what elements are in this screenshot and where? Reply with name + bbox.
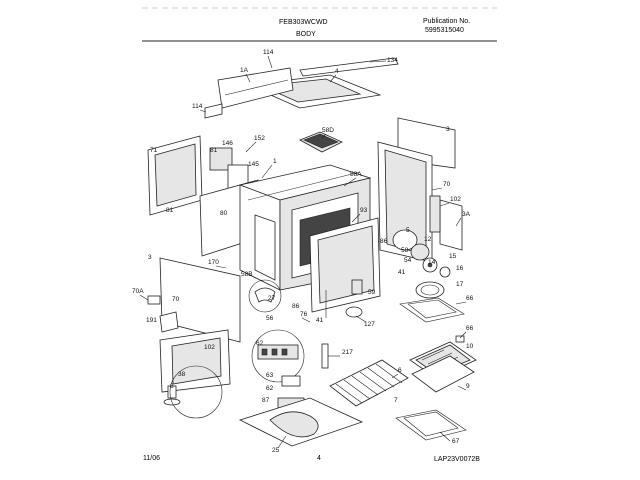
fan-parts-12-14 (392, 229, 451, 278)
callout-6: 6 (398, 367, 402, 374)
callout-80: 80 (220, 210, 228, 217)
callout-114a: 114 (263, 49, 274, 56)
callout-9: 9 (466, 383, 470, 390)
callout-170: 170 (208, 259, 219, 266)
part-59 (351, 279, 363, 295)
callout-17: 17 (456, 281, 464, 288)
callout-1: 1 (273, 158, 277, 165)
panel-102-lower (159, 329, 231, 393)
callout-146: 146 (222, 140, 233, 147)
side-panel-3-lower (159, 257, 241, 343)
callout-16: 16 (456, 265, 464, 272)
callout-63: 63 (266, 372, 274, 379)
clip-10 (455, 335, 465, 343)
callout-66a: 66 (466, 295, 474, 302)
callout-102a: 102 (450, 196, 461, 203)
callout-58a: 58A (350, 171, 362, 178)
callout-labels: 114 1A 4 134 114 58D 71 146 152 81 145 1… (132, 49, 474, 454)
callout-70b: 70 (172, 296, 180, 303)
callout-62b: 62 (266, 385, 274, 392)
callout-3A: 3A (462, 211, 471, 218)
callout-114b: 114 (192, 103, 203, 110)
callout-102b: 102 (204, 344, 215, 351)
callout-70A: 70A (132, 288, 144, 295)
callout-81b: 81 (166, 207, 174, 214)
strip-217 (321, 343, 329, 369)
broil-element-66 (399, 297, 465, 323)
callout-12: 12 (424, 236, 432, 243)
insulation-58d (299, 131, 343, 153)
callout-14: 14 (428, 259, 436, 266)
figure-code: LAP23V0072B (434, 456, 480, 463)
side-panel-71 (147, 135, 203, 216)
callout-71: 71 (150, 147, 158, 154)
callout-86a: 86 (380, 238, 388, 245)
callout-70a: 70 (443, 181, 451, 188)
callout-66b: 66 (466, 325, 474, 332)
oven-rack-6 (329, 359, 409, 407)
leader-lines (139, 55, 467, 449)
section-title: BODY (296, 31, 316, 38)
callout-27: 27 (268, 295, 276, 302)
callout-4: 4 (335, 68, 339, 75)
broil-pan-9 (409, 341, 477, 393)
callout-10: 10 (466, 343, 474, 350)
callout-7: 7 (394, 397, 398, 404)
callout-41b: 41 (316, 317, 324, 324)
callout-38: 38 (178, 371, 186, 378)
side-panel-70-right (377, 141, 433, 263)
callout-191: 191 (146, 317, 157, 324)
hinge-102-upper (429, 195, 441, 233)
callout-62a: 62 (256, 340, 264, 347)
bracket-3a (439, 199, 463, 251)
terminal-block-63 (281, 375, 301, 387)
bracket-146 (209, 147, 233, 171)
element-17 (415, 281, 445, 299)
callout-145: 145 (248, 161, 259, 168)
bracket-114 (204, 103, 223, 119)
footer-date: 11/06 (143, 455, 160, 462)
callout-152: 152 (254, 135, 265, 142)
detail-circle-27 (248, 279, 282, 313)
detail-circle-62 (251, 329, 305, 383)
callout-76: 76 (300, 311, 308, 318)
callout-3b: 3 (148, 254, 152, 261)
model-number: FEB303WCWD (279, 19, 328, 26)
callout-1a: 1A (240, 67, 249, 74)
callout-5: 5 (406, 227, 410, 234)
callout-58d: 58D (322, 127, 334, 134)
callout-81a: 81 (210, 147, 218, 154)
callout-134: 134 (387, 57, 398, 64)
callout-67: 67 (452, 438, 460, 445)
rail-1a (217, 67, 294, 109)
callout-15: 15 (449, 253, 457, 260)
callout-59: 59 (368, 289, 376, 296)
bake-element-67 (395, 409, 467, 441)
callout-25: 25 (272, 447, 280, 454)
knob-127 (345, 306, 363, 318)
callout-87: 87 (262, 397, 270, 404)
publication-label: Publication No. (423, 18, 471, 25)
callout-58: 58 (401, 247, 409, 254)
callout-8: 8 (170, 383, 174, 390)
callout-127: 127 (364, 321, 375, 328)
bracket-70a (147, 295, 161, 305)
callout-217: 217 (342, 349, 353, 356)
page-number: 4 (317, 455, 321, 462)
bracket-191 (159, 311, 179, 333)
callout-3a: 3 (446, 126, 450, 133)
callout-58b: 58B (241, 271, 253, 278)
publication-number: 5995315040 (425, 27, 464, 34)
callout-54: 54 (404, 257, 412, 264)
callout-56: 56 (266, 315, 274, 322)
detail-circle-leg (169, 365, 223, 419)
callout-86b: 86 (292, 303, 300, 310)
callout-93: 93 (360, 207, 368, 214)
callout-41a: 41 (398, 269, 406, 276)
bottom-panel-25 (238, 397, 364, 447)
